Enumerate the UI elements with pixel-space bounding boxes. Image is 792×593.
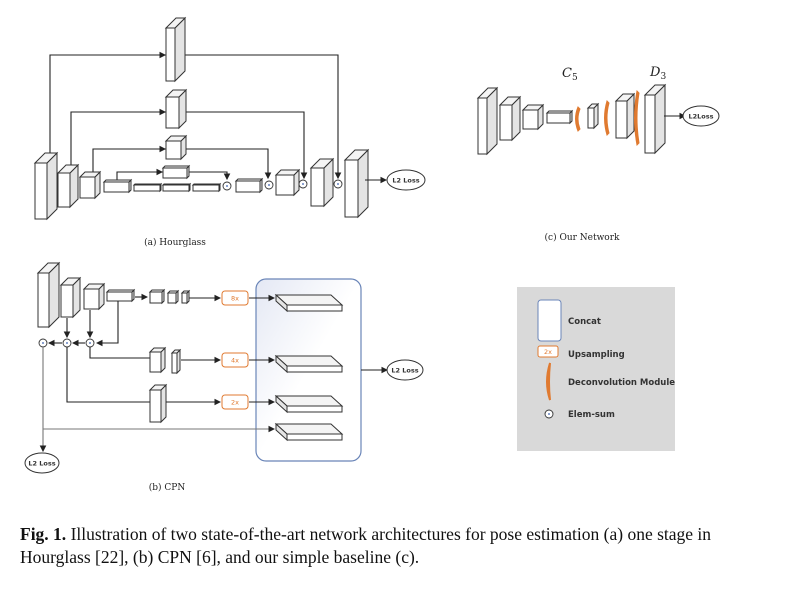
l2-loss-label: L2 Loss <box>391 367 418 375</box>
elem-sum-node <box>333 179 343 189</box>
upsampling-box: 2x <box>221 394 249 410</box>
upsampling-label: 2x <box>231 399 239 407</box>
feature-map-block <box>234 177 264 194</box>
deconvolution-icon <box>546 362 551 401</box>
figure-diagram: L2 Loss (a) Hourglass L2Loss C5 D3 (c) O… <box>24 16 720 493</box>
upsampled-feature-block <box>274 354 344 374</box>
l2-loss-node: L2 Loss <box>386 169 426 191</box>
our-network-panel: L2Loss <box>476 83 720 156</box>
feature-map-block <box>521 103 545 131</box>
feature-map-block <box>180 289 191 305</box>
l2-loss-node: L2 Loss <box>24 452 60 474</box>
feature-map-block <box>164 134 188 161</box>
elem-sum-node <box>222 181 232 191</box>
upsampling-label: 4x <box>231 357 239 365</box>
upsampled-feature-block <box>274 293 344 313</box>
elem-sum-node <box>298 179 308 189</box>
upsampling-box: 4x <box>221 352 249 368</box>
feature-map-block <box>170 348 182 375</box>
elem-sum-node <box>62 338 72 348</box>
feature-map-block <box>274 168 301 197</box>
feature-map-block <box>309 157 335 208</box>
hourglass-caption: (a) Hourglass <box>144 237 206 248</box>
upsampled-feature-block <box>274 394 344 414</box>
connection-line <box>92 145 167 174</box>
feature-map-block <box>148 346 167 374</box>
upsampled-feature-block <box>274 422 344 442</box>
l2-loss-node: L2 Loss <box>386 359 424 381</box>
d3-label: D3 <box>649 65 666 82</box>
feature-map-block <box>614 92 636 140</box>
legend-label-concat: Concat <box>568 317 601 327</box>
feature-map-block <box>476 86 499 156</box>
c5-label: C5 <box>562 66 578 83</box>
connection-line <box>66 347 150 403</box>
l2-loss-label: L2 Loss <box>392 177 419 185</box>
feature-map-block <box>148 288 166 305</box>
deconvolution-module <box>634 89 640 147</box>
hourglass-panel: L2 Loss <box>33 16 426 221</box>
feature-map-block <box>643 83 667 155</box>
feature-map-block <box>105 288 136 303</box>
l2-loss-label: L2 Loss <box>28 460 55 468</box>
feature-map-block <box>545 109 574 125</box>
feature-map-block <box>166 289 180 305</box>
figure-caption: Fig. 1. Illustration of two state-of-the… <box>20 523 780 569</box>
upsampling-box-icon <box>537 345 559 358</box>
feature-map-block <box>36 261 61 329</box>
feature-map-block <box>148 383 168 424</box>
feature-map-block <box>191 182 222 193</box>
deconvolution-module <box>604 100 610 136</box>
connection-line <box>89 347 150 359</box>
feature-map-block <box>498 95 522 142</box>
feature-map-block <box>33 151 59 221</box>
feature-map-block <box>102 178 133 194</box>
feature-map-block <box>78 170 102 200</box>
deconvolution-module <box>575 106 581 132</box>
concat-box-icon <box>537 299 562 342</box>
upsampling-label: 8x <box>231 295 239 303</box>
cpn-panel: 8x 4x 2x L2 Loss L2 Loss <box>24 261 424 474</box>
legend-label-deconvolution: Deconvolution Module <box>568 378 675 388</box>
legend-label-elem-sum: Elem-sum <box>568 410 615 420</box>
l2-loss-label: L2Loss <box>688 113 713 121</box>
connection-line <box>165 111 308 180</box>
feature-map-block <box>161 164 191 180</box>
elem-sum-node <box>85 338 95 348</box>
feature-map-block <box>164 88 188 130</box>
feature-map-block <box>343 148 370 219</box>
feature-map-block <box>59 276 82 319</box>
legend-label-upsampling: Upsampling <box>568 350 625 360</box>
connection-line <box>95 301 119 347</box>
elem-sum-node <box>38 338 48 348</box>
feature-map-block <box>586 102 600 130</box>
connection-line <box>165 148 272 180</box>
cpn-caption: (b) CPN <box>149 482 186 493</box>
connection-line <box>70 108 167 166</box>
elem-sum-node <box>264 180 274 190</box>
legend-upsampling-badge: 2x <box>544 348 552 356</box>
feature-map-block <box>82 282 106 311</box>
figure-caption-text: Illustration of two state-of-the-art net… <box>20 524 712 567</box>
upsampling-box: 8x <box>221 290 249 306</box>
feature-map-block <box>56 163 80 209</box>
feature-map-block <box>132 182 163 193</box>
l2-loss-node: L2Loss <box>682 105 720 127</box>
our-network-caption: (c) Our Network <box>545 232 621 243</box>
connection-line <box>116 168 164 181</box>
feature-map-block <box>164 16 187 83</box>
feature-map-block <box>161 182 192 193</box>
figure-label: Fig. 1. <box>20 524 67 544</box>
connection-line <box>49 51 167 155</box>
connection-line <box>165 54 342 180</box>
